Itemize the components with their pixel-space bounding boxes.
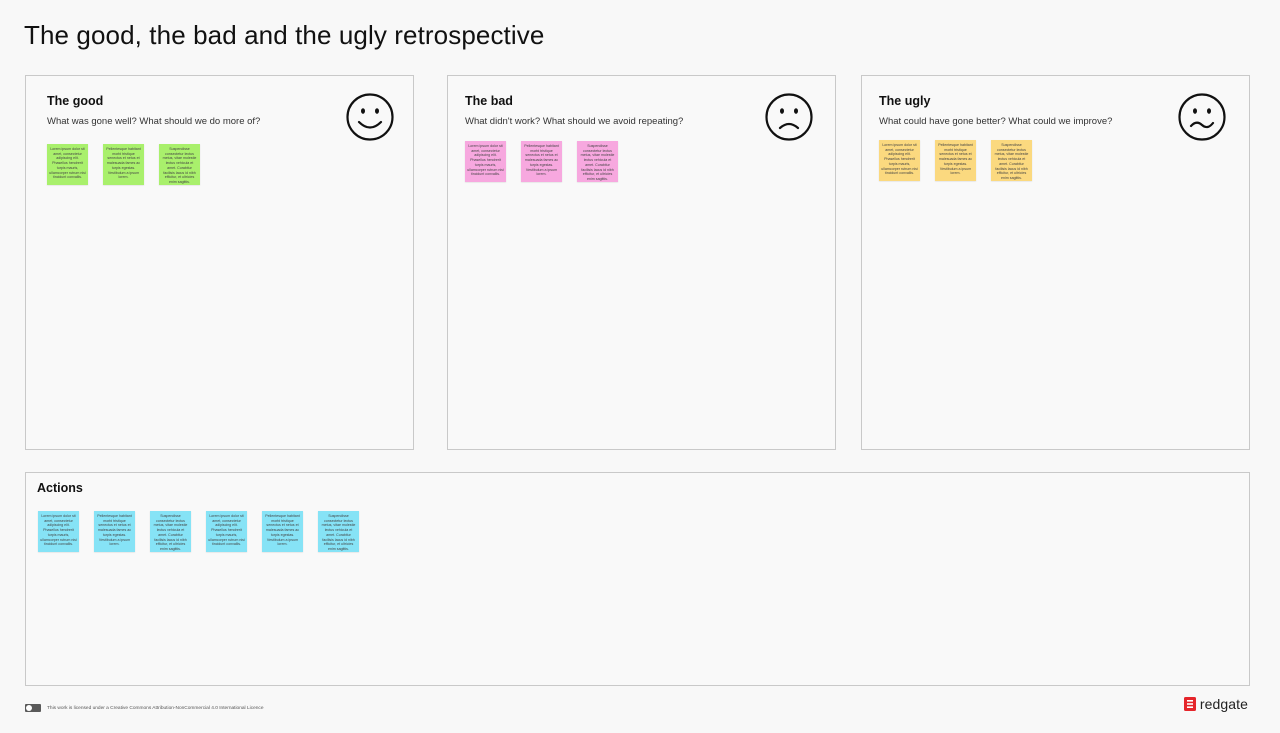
board-title: The good, the bad and the ugly retrospec… <box>24 20 545 50</box>
redgate-logo-icon <box>1183 697 1196 711</box>
panel-title: The good <box>47 94 104 108</box>
panel-subtitle: What didn't work? What should we avoid r… <box>465 116 684 127</box>
panel-actions: Actions Lorem ipsum dolor sit amet, cons… <box>25 472 1250 686</box>
panel-the-bad: The bad What didn't work? What should we… <box>447 75 836 450</box>
sticky-note[interactable]: Suspendisse consectetur lectus metus, vi… <box>577 141 618 182</box>
sticky-note[interactable]: Lorem ipsum dolor sit amet, consectetur … <box>879 140 920 181</box>
smiling-face-icon <box>346 93 394 141</box>
sticky-notes: Lorem ipsum dolor sit amet, consectetur … <box>879 140 1032 181</box>
panel-title: Actions <box>37 481 83 495</box>
panel-subtitle: What was gone well? What should we do mo… <box>47 116 261 127</box>
sticky-note[interactable]: Pellentesque habitant morbi tristique se… <box>521 141 562 182</box>
license-footer: This work is licensed under a Creative C… <box>25 704 264 712</box>
sticky-note[interactable]: Pellentesque habitant morbi tristique se… <box>94 511 135 552</box>
sticky-note[interactable]: Suspendisse consectetur lectus metus, vi… <box>150 511 191 552</box>
panel-subtitle: What could have gone better? What could … <box>879 116 1113 127</box>
sticky-note[interactable]: Pellentesque habitant morbi tristique se… <box>103 144 144 185</box>
sticky-note[interactable]: Suspendisse consectetur lectus metus, vi… <box>159 144 200 185</box>
sticky-note[interactable]: Lorem ipsum dolor sit amet, consectetur … <box>206 511 247 552</box>
confounded-face-icon <box>1178 93 1226 141</box>
license-text: This work is licensed under a Creative C… <box>47 705 264 711</box>
sticky-note[interactable]: Pellentesque habitant morbi tristique se… <box>262 511 303 552</box>
sticky-note[interactable]: Lorem ipsum dolor sit amet, consectetur … <box>47 144 88 185</box>
panel-the-good: The good What was gone well? What should… <box>25 75 414 450</box>
brand-name: redgate <box>1199 696 1248 712</box>
sticky-notes: Lorem ipsum dolor sit amet, consectetur … <box>47 144 200 185</box>
sticky-note[interactable]: Suspendisse consectetur lectus metus, vi… <box>991 140 1032 181</box>
sticky-notes: Lorem ipsum dolor sit amet, consectetur … <box>465 141 618 182</box>
sticky-note[interactable]: Lorem ipsum dolor sit amet, consectetur … <box>465 141 506 182</box>
creative-commons-icon[interactable] <box>25 704 41 712</box>
sticky-note[interactable]: Lorem ipsum dolor sit amet, consectetur … <box>38 511 79 552</box>
sticky-note[interactable]: Pellentesque habitant morbi tristique se… <box>935 140 976 181</box>
panel-the-ugly: The ugly What could have gone better? Wh… <box>861 75 1250 450</box>
frowning-face-icon <box>765 93 813 141</box>
panel-title: The bad <box>465 94 513 108</box>
sticky-notes: Lorem ipsum dolor sit amet, consectetur … <box>38 511 359 552</box>
sticky-note[interactable]: Suspendisse consectetur lectus metus, vi… <box>318 511 359 552</box>
brand-logo: redgate <box>1183 696 1248 712</box>
panel-title: The ugly <box>879 94 931 108</box>
